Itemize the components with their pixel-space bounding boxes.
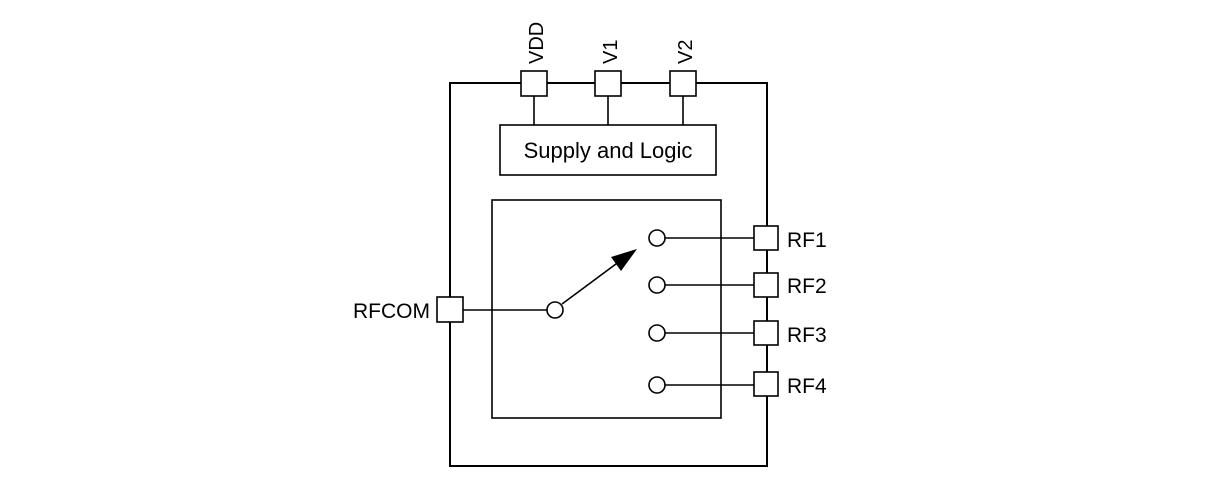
port-rf2-label: RF2 <box>787 275 827 298</box>
switch-block <box>491 199 722 419</box>
port-rf1: RF1 <box>648 225 827 252</box>
arrow-head-icon <box>611 249 637 271</box>
pin-v2: V2 <box>669 40 697 125</box>
port-rfcom-label: RFCOM <box>353 300 430 323</box>
supply-logic-block: Supply and Logic <box>499 124 717 176</box>
pin-v2-label: V2 <box>675 40 697 64</box>
port-rf2: RF2 <box>648 272 827 298</box>
common-node <box>546 301 564 319</box>
switch-wiper <box>546 249 637 319</box>
port-rf4: RF4 <box>648 371 827 398</box>
port-rf1-label: RF1 <box>787 229 827 252</box>
pin-vdd-label: VDD <box>526 22 548 64</box>
supply-logic-label: Supply and Logic <box>524 138 693 163</box>
port-rf3: RF3 <box>648 320 827 347</box>
pin-v1-label: V1 <box>600 40 622 64</box>
pin-v1: V1 <box>594 40 622 125</box>
port-rf3-label: RF3 <box>787 324 827 347</box>
port-rf4-label: RF4 <box>787 375 827 398</box>
port-rfcom: RFCOM <box>353 296 547 323</box>
pin-vdd: VDD <box>520 22 548 125</box>
